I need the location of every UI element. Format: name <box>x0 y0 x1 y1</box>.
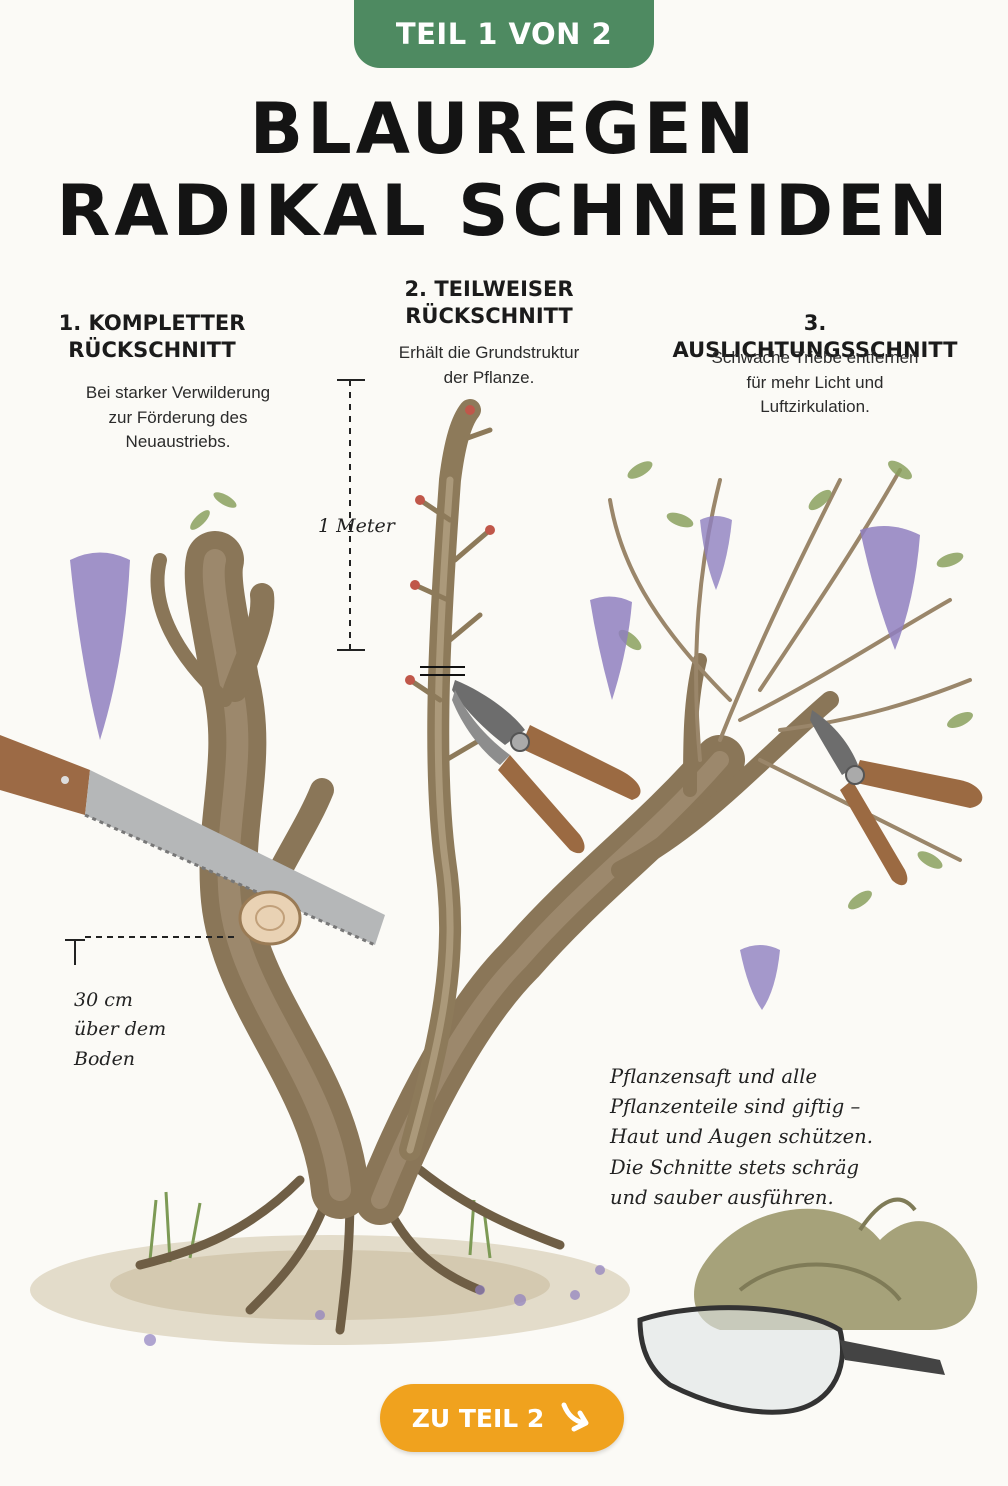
step-1-desc-line-2: zur Förderung des <box>108 407 248 427</box>
step-3-desc-line-2: für mehr Licht und <box>746 372 884 392</box>
next-part-button[interactable]: ZU TEIL 2 <box>380 1384 624 1452</box>
step-1-description: Bei starker Verwilderung zur Förderung d… <box>60 381 296 455</box>
step-2-description: Erhält die Grundstruktur der Pflanze. <box>380 341 598 390</box>
warning-line-4: Die Schnitte stets schräg <box>610 1155 859 1179</box>
fallen-petals <box>144 1265 605 1346</box>
measure-30-cm-line-3: Boden <box>74 1047 136 1070</box>
safety-warning-note: Pflanzensaft und alle Pflanzenteile sind… <box>610 1062 873 1213</box>
cut-mark <box>420 666 465 676</box>
step-2-desc-line-2: der Pflanze. <box>443 367 535 387</box>
step-2-heading: 2. TEILWEISER RÜCKSCHNITT <box>378 276 600 331</box>
measure-30-cm-line-2: über dem <box>74 1018 167 1041</box>
step-1-desc-line-3: Neuaustriebs. <box>125 432 231 452</box>
page-title-line-1: BLAUREGEN <box>249 88 759 170</box>
step-1-heading: 1. KOMPLETTER RÜCKSCHNITT <box>52 310 252 365</box>
tree-trunk <box>150 399 839 1225</box>
step-2-desc-line-1: Erhält die Grundstruktur <box>398 343 580 362</box>
cut-buds <box>405 405 495 685</box>
step-3-heading: 3. AUSLICHTUNGSSCHNITT <box>672 310 958 365</box>
measure-30-cm-line-1: 30 cm <box>74 989 133 1011</box>
saw-icon <box>0 735 385 947</box>
middle-twigs <box>407 427 493 763</box>
step-3-desc-line-3: Luftzirkulation. <box>760 397 870 417</box>
warning-line-5: und sauber ausführen. <box>610 1185 834 1209</box>
step-1-heading-line-1: 1. KOMPLETTER <box>58 311 246 335</box>
step-3-description: Schwache Triebe entfernen für mehr Licht… <box>690 346 940 420</box>
secateurs-icon-middle <box>452 680 641 854</box>
warning-line-2: Pflanzenteile sind giftig – <box>610 1095 861 1119</box>
measure-30-cm <box>65 936 235 965</box>
step-3-heading-line-1: 3. AUSLICHTUNGSSCHNITT <box>672 311 958 363</box>
step-3-desc-line-1: Schwache Triebe entfernen <box>711 348 919 367</box>
arrow-down-right-icon <box>558 1401 592 1435</box>
measure-1-meter-label: 1 Meter <box>318 515 395 537</box>
step-2-heading-line-2: RÜCKSCHNITT <box>405 304 573 329</box>
crown-branches <box>608 468 972 862</box>
cut-stump <box>238 890 302 946</box>
part-badge: TEIL 1 VON 2 <box>354 0 654 68</box>
leaves <box>190 460 973 910</box>
secateurs-icon-right <box>810 710 983 886</box>
warning-line-3: Haut und Augen schützen. <box>610 1125 873 1149</box>
measure-1-meter <box>337 379 365 651</box>
page-title-line-2: RADIKAL SCHNEIDEN <box>56 170 952 252</box>
warning-line-1: Pflanzensaft und alle <box>610 1065 818 1088</box>
measure-30-cm-label: 30 cm über dem Boden <box>74 986 166 1074</box>
safety-goggles-icon <box>637 1305 945 1415</box>
step-1-desc-line-1: Bei starker Verwilderung <box>85 383 271 402</box>
step-1-heading-line-2: RÜCKSCHNITT <box>68 338 236 363</box>
gloves-icon <box>694 1197 978 1330</box>
step-2-heading-line-1: 2. TEILWEISER <box>404 277 574 301</box>
wisteria-flowers <box>70 516 920 1010</box>
next-part-button-label: ZU TEIL 2 <box>411 1403 545 1433</box>
